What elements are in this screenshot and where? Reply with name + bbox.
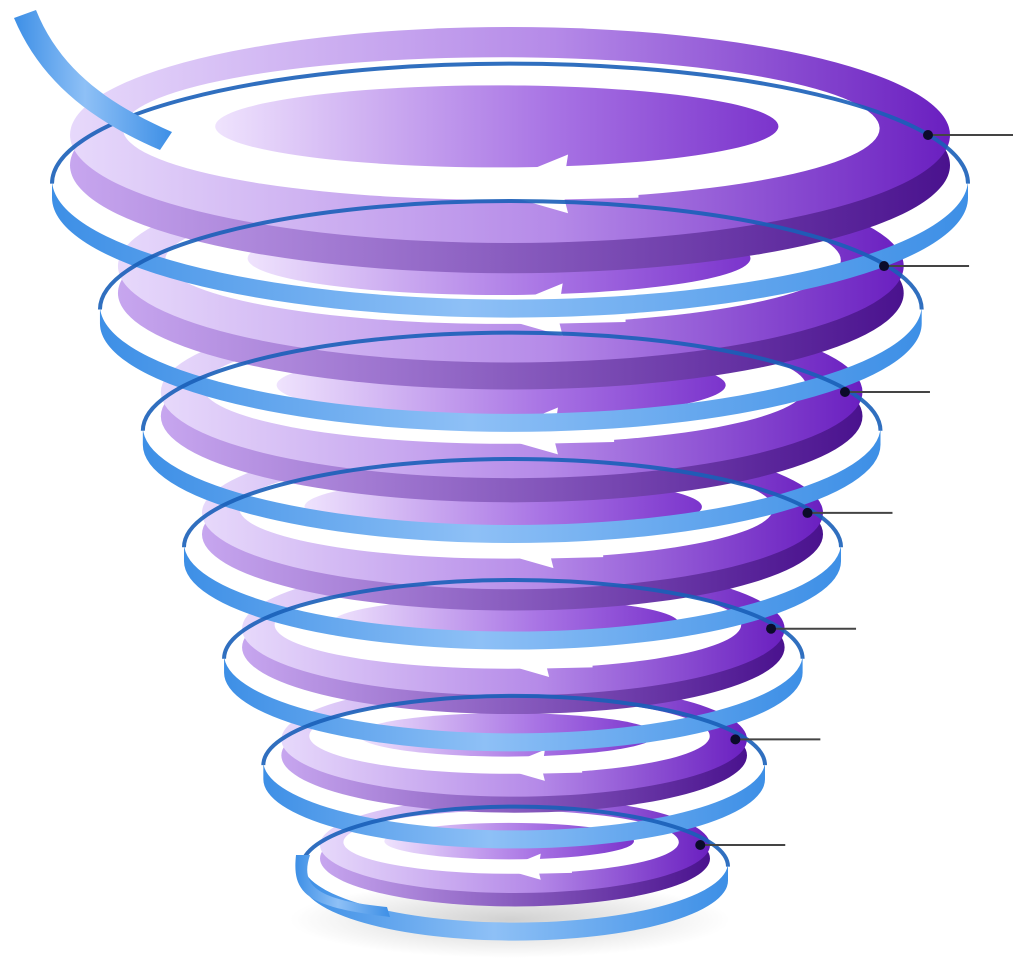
callout-dot: [879, 261, 889, 271]
callout-dot: [730, 734, 740, 744]
callout-dot: [802, 508, 812, 518]
level-disc-7: [320, 797, 710, 906]
callout-dot: [695, 840, 705, 850]
callout-dot: [766, 624, 776, 634]
disc-stack: [70, 27, 950, 906]
callout-dot: [840, 387, 850, 397]
callout-dot: [923, 130, 933, 140]
inner-ellipse: [215, 85, 778, 167]
